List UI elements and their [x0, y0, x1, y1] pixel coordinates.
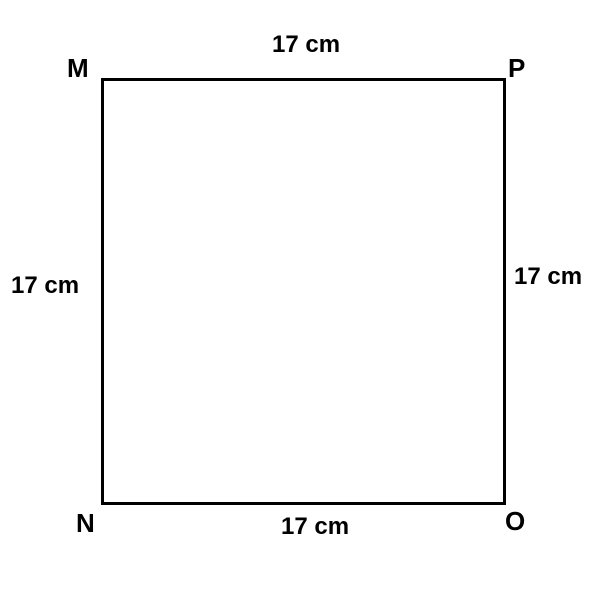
vertex-label-p: P	[508, 53, 526, 83]
side-length-top: 17 cm	[272, 31, 341, 58]
side-length-right: 17 cm	[514, 263, 583, 290]
square-mnop	[101, 78, 506, 505]
side-length-left: 17 cm	[11, 272, 80, 299]
vertex-label-n: N	[76, 508, 95, 538]
side-length-bottom: 17 cm	[281, 513, 350, 540]
vertex-label-m: M	[67, 53, 89, 83]
vertex-label-o: O	[505, 506, 526, 536]
